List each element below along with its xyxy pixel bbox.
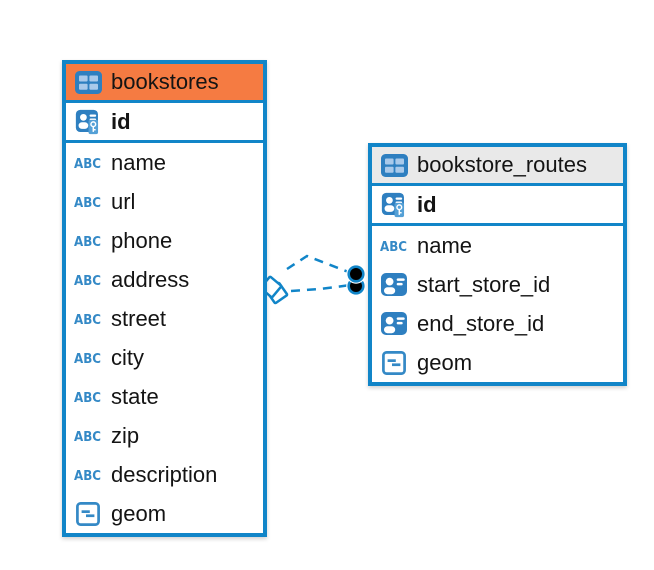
text-column-icon: ABC (74, 467, 102, 484)
column-name: geom (417, 349, 473, 375)
column-name: name (417, 232, 473, 258)
relationship-link[interactable] (290, 283, 352, 293)
column-row[interactable]: ABC zip (66, 416, 263, 455)
column-name: address (111, 266, 190, 292)
column-row[interactable]: ABC name (372, 226, 623, 265)
column-row[interactable]: geom (372, 343, 623, 382)
primary-key-icon (74, 109, 102, 135)
primary-key-name: id (111, 108, 131, 134)
column-name: url (111, 188, 136, 214)
column-name: start_store_id (417, 271, 551, 297)
text-column-icon: ABC (74, 194, 102, 211)
table-name: bookstore_routes (417, 152, 587, 177)
svg-text:ABC: ABC (74, 430, 101, 445)
geometry-column-icon (74, 501, 102, 526)
column-row[interactable]: ABC description (66, 455, 263, 494)
column-row[interactable]: end_store_id (372, 304, 623, 343)
table-icon (74, 70, 102, 94)
column-row[interactable]: ABC phone (66, 221, 263, 260)
svg-text:ABC: ABC (74, 469, 101, 484)
column-row[interactable]: ABC url (66, 182, 263, 221)
table-name: bookstores (111, 69, 219, 94)
svg-text:ABC: ABC (74, 196, 101, 211)
column-name: geom (111, 500, 167, 526)
column-name: zip (111, 422, 140, 448)
foreign-key-icon (380, 273, 408, 296)
column-name: city (111, 344, 144, 370)
text-column-icon: ABC (74, 389, 102, 406)
text-column-icon: ABC (74, 233, 102, 250)
text-column-icon: ABC (74, 350, 102, 367)
column-name: phone (111, 227, 173, 253)
column-row[interactable]: ABC name (66, 143, 263, 182)
svg-text:ABC: ABC (380, 240, 407, 255)
column-row[interactable]: ABC street (66, 299, 263, 338)
table-icon (380, 153, 408, 177)
text-column-icon: ABC (74, 428, 102, 445)
text-column-icon: ABC (380, 238, 408, 255)
foreign-key-icon (380, 312, 408, 335)
primary-key-row[interactable]: id (372, 186, 623, 226)
column-name: street (111, 305, 167, 331)
svg-text:ABC: ABC (74, 391, 101, 406)
svg-text:ABC: ABC (74, 157, 101, 172)
column-row[interactable]: ABC city (66, 338, 263, 377)
text-column-icon: ABC (74, 311, 102, 328)
column-row[interactable]: geom (66, 494, 263, 533)
geometry-column-icon (380, 350, 408, 375)
table-header[interactable]: bookstores (66, 64, 263, 103)
svg-text:ABC: ABC (74, 274, 101, 289)
text-column-icon: ABC (74, 272, 102, 289)
column-row[interactable]: ABC state (66, 377, 263, 416)
svg-text:ABC: ABC (74, 313, 101, 328)
text-column-icon: ABC (74, 155, 102, 172)
table-bookstore_routes[interactable]: bookstore_routes id ABC name start_store_i… (368, 143, 627, 386)
column-name: description (111, 461, 218, 487)
svg-text:ABC: ABC (74, 235, 101, 250)
column-row[interactable]: ABC address (66, 260, 263, 299)
primary-key-icon (380, 192, 408, 218)
column-row[interactable]: start_store_id (372, 265, 623, 304)
primary-key-name: id (417, 191, 437, 217)
primary-key-row[interactable]: id (66, 103, 263, 143)
relationship-target-dot[interactable] (347, 265, 365, 283)
column-name: state (111, 383, 159, 409)
column-name: name (111, 149, 167, 175)
svg-text:ABC: ABC (74, 352, 101, 367)
relationship-link[interactable] (286, 254, 352, 275)
column-name: end_store_id (417, 310, 545, 336)
table-header[interactable]: bookstore_routes (372, 147, 623, 186)
